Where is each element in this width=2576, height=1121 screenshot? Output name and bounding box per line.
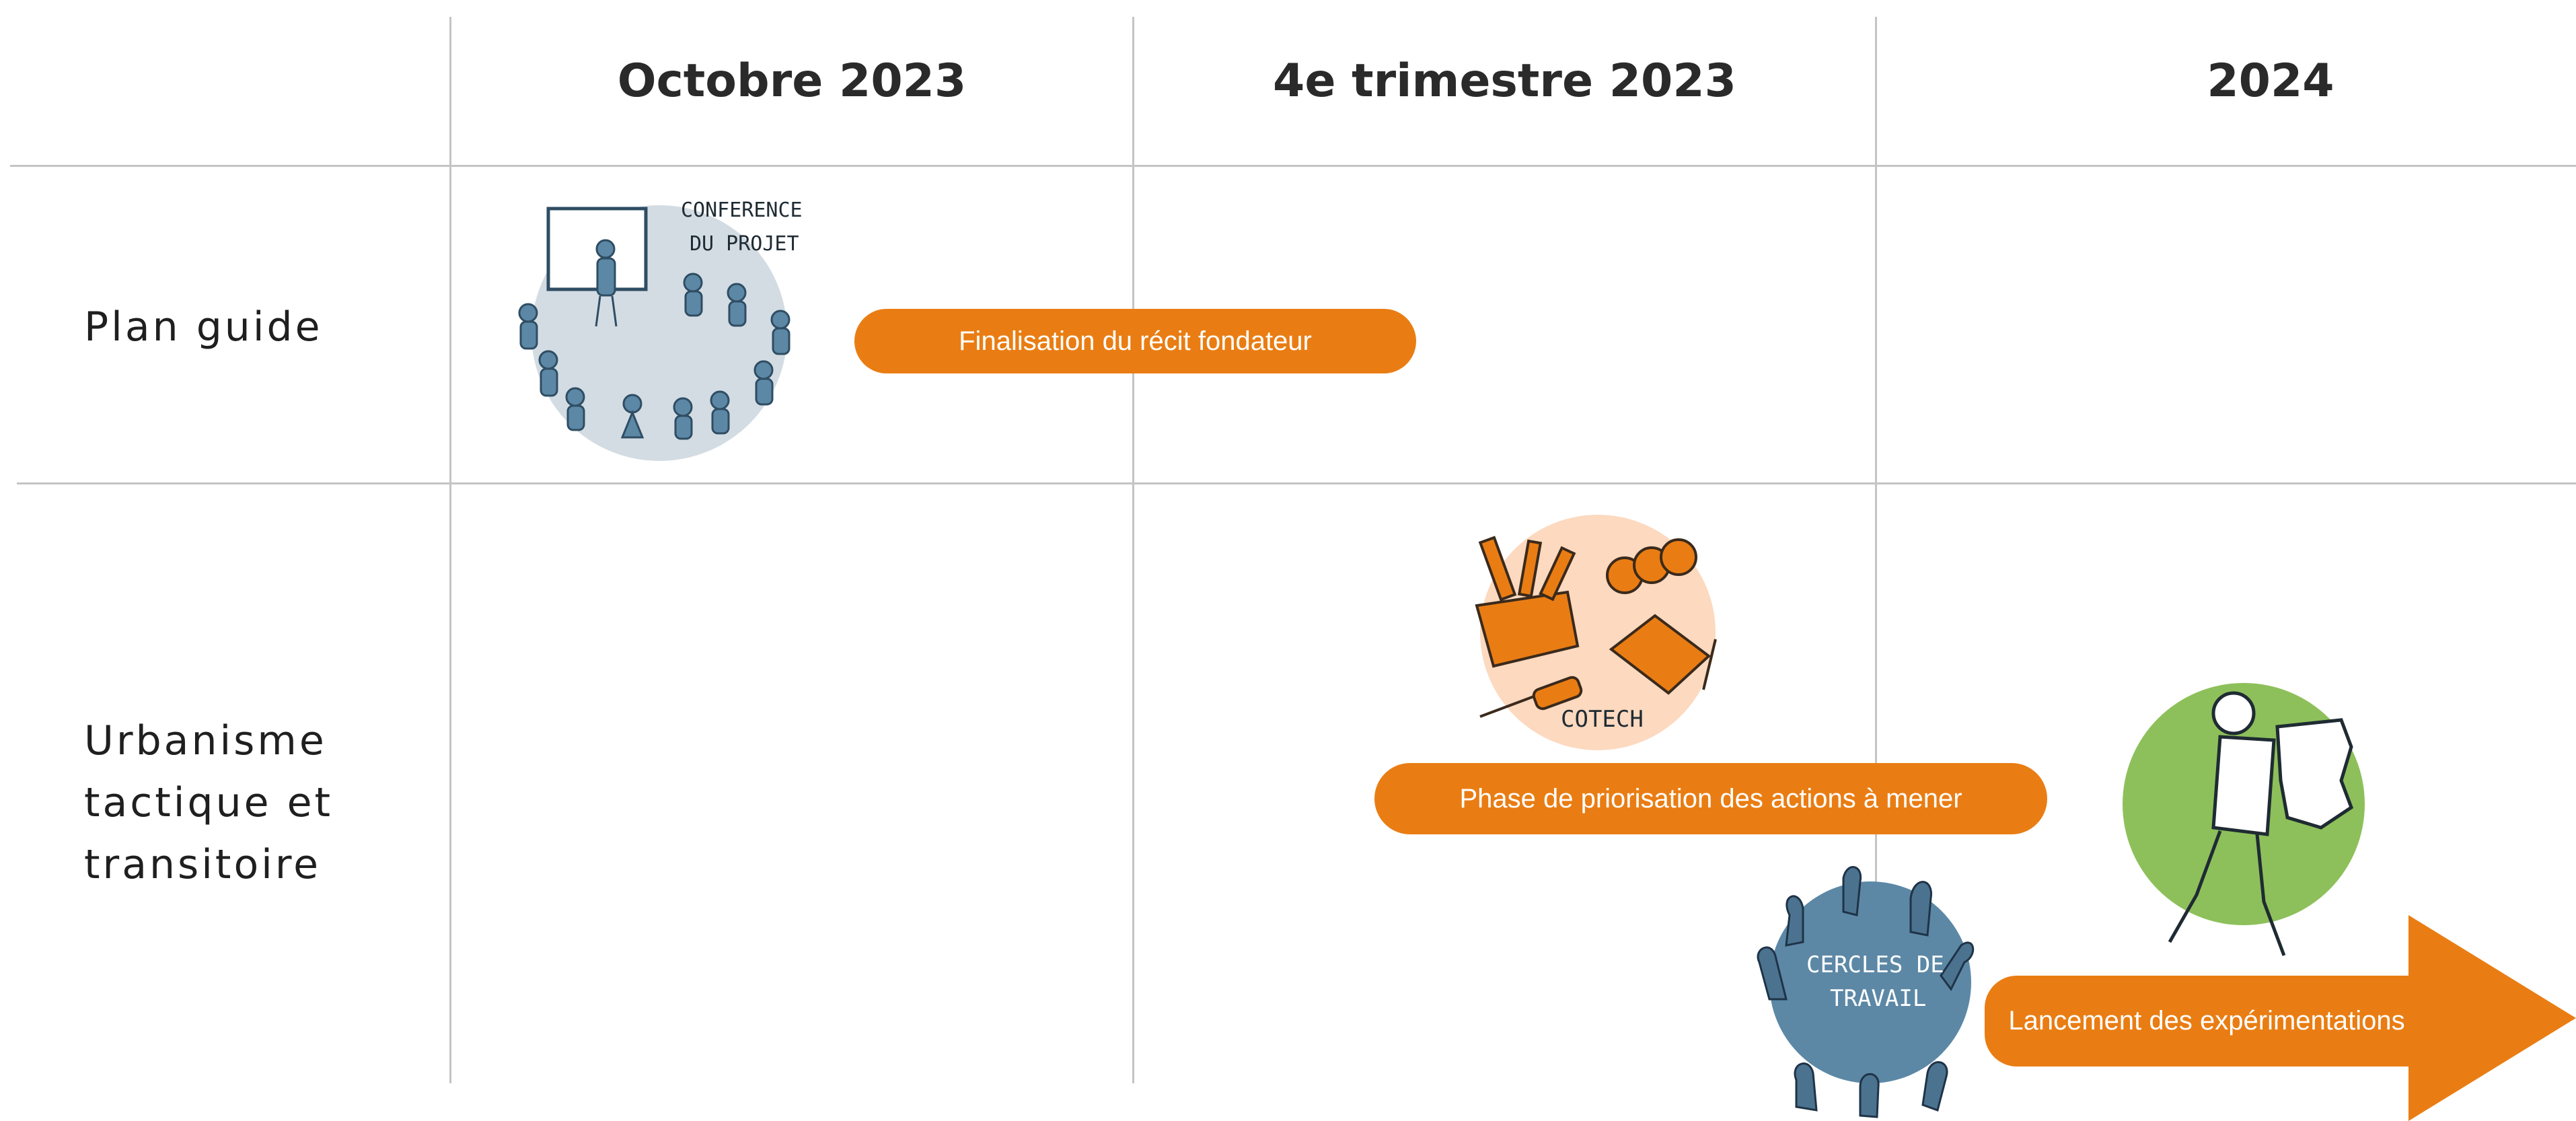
- conference-label-line2: DU PROJET: [690, 232, 799, 256]
- bar-priorisation: Phase de priorisation des actions à mene…: [1374, 763, 2047, 834]
- row-label-line: Plan guide: [84, 303, 323, 351]
- grid-hline-header: [10, 165, 2576, 167]
- grid-vline-1: [449, 17, 451, 1083]
- bar-lancement-label: Lancement des expérimentations: [2008, 1006, 2405, 1036]
- puzzle-person-illustration: [2123, 683, 2365, 956]
- bar-recit-fondateur: Finalisation du récit fondateur: [854, 309, 1416, 373]
- screwdriver-icon: [1479, 676, 1583, 718]
- coins-icon: [1606, 538, 1697, 594]
- row-label-line: transitoire: [84, 841, 322, 888]
- grid-vline-3: [1875, 17, 1877, 1083]
- toolbox-icon: [1475, 536, 1580, 668]
- cotech-label: COTECH: [1561, 706, 1644, 733]
- lancement-arrow-shape: [1985, 915, 2576, 1121]
- people-circle-icon: [1757, 866, 1975, 1118]
- row-label-urbanisme: Urbanisme tactique et transitoire: [84, 710, 333, 896]
- audience-icon: [518, 273, 790, 440]
- cercles-illustration: CERCLES DE TRAVAIL: [1757, 866, 1975, 1118]
- cercles-label-line2: TRAVAIL: [1830, 985, 1926, 1012]
- column-header-octobre: Octobre 2023: [617, 54, 967, 108]
- row-label-line: tactique et: [84, 779, 334, 826]
- bar-lancement-arrow: [1985, 915, 2576, 1121]
- document-icon: [1609, 614, 1717, 695]
- puzzle-person-icon: [2168, 691, 2354, 956]
- column-header-2024: 2024: [2207, 54, 2334, 108]
- grid-vline-2: [1132, 17, 1134, 1083]
- conference-illustration: CONFERENCE DU PROJET: [518, 198, 803, 461]
- cercles-label-line1: CERCLES DE: [1806, 951, 1944, 978]
- row-label-line: Urbanisme: [84, 717, 327, 764]
- cotech-illustration: COTECH: [1475, 515, 1717, 750]
- presenter-icon: [595, 239, 618, 327]
- conference-label-line1: CONFERENCE: [681, 198, 803, 222]
- row-label-plan-guide: Plan guide: [84, 296, 323, 358]
- grid-hline-rows: [17, 482, 2576, 484]
- column-header-trimestre: 4e trimestre 2023: [1273, 54, 1736, 108]
